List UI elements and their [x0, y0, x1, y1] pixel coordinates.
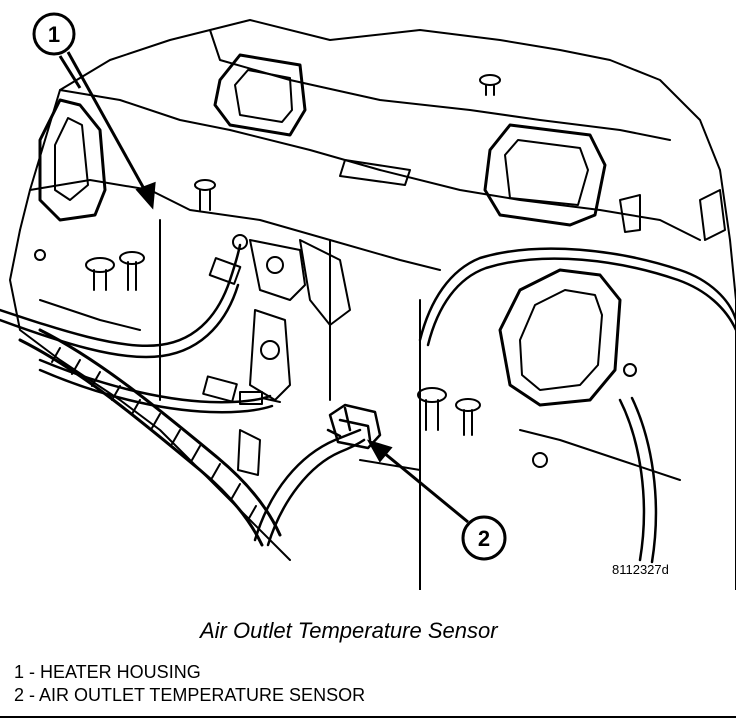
callout-2-arrowhead [366, 439, 393, 463]
legend-item: 1 - HEATER HOUSING [14, 662, 201, 682]
heater-housing-illustration: 1 2 [0, 12, 736, 590]
legend-item: 2 - AIR OUTLET TEMPERATURE SENSOR [14, 685, 366, 705]
callout-1: 1 [32, 12, 76, 56]
mounting-studs [85, 74, 501, 436]
door-levers [249, 239, 351, 401]
figure-caption: Air Outlet Temperature Sensor [200, 618, 498, 643]
legend: 1 - HEATER HOUSING 2 - AIR OUTLET TEMPER… [14, 661, 365, 707]
callout-2-leader [377, 446, 469, 524]
top-right-outlet-duct [483, 123, 607, 227]
callout-1-leader [66, 51, 150, 197]
top-center-outlet-duct [213, 53, 307, 137]
wire-loom [18, 328, 282, 547]
bottom-divider [0, 716, 736, 718]
figure-id: 8112327d [612, 562, 669, 577]
callout-2-number: 2 [478, 526, 490, 551]
left-outlet-duct [38, 98, 107, 222]
callout-1-leader-secondary [58, 55, 82, 89]
callout-1-arrowhead [135, 181, 156, 210]
housing-details [34, 159, 726, 476]
wiring-harness [0, 243, 736, 564]
heater-housing-outline [9, 19, 736, 590]
air-outlet-temperature-sensor [326, 403, 382, 450]
harness-clips [202, 234, 281, 405]
right-outlet-duct [498, 268, 622, 407]
callout-1-number: 1 [48, 22, 60, 47]
callout-2: 2 [461, 515, 507, 561]
